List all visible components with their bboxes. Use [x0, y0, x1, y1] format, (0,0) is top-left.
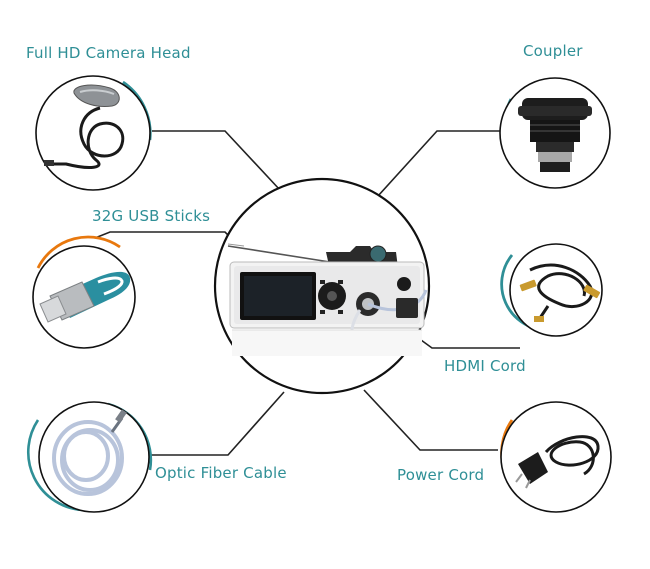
camera-head-node: [35, 75, 152, 191]
hdmi-cord-icon: [519, 263, 601, 322]
coupler-node: [499, 77, 611, 189]
label-usb-sticks: 32G USB Sticks: [92, 207, 211, 225]
label-power-cord: Power Cord: [397, 466, 485, 484]
camera-head-icon: [44, 84, 125, 169]
power-cord-icon: [515, 435, 600, 489]
endoscope-console-icon: [227, 243, 428, 356]
fiber-cable-icon: [52, 409, 127, 496]
usb-node: [32, 235, 136, 349]
label-coupler: Coupler: [523, 42, 583, 60]
line-power: [363, 389, 498, 451]
label-camera-head: Full HD Camera Head: [26, 44, 191, 62]
line-coupler: [377, 130, 500, 197]
line-camera-head: [152, 130, 281, 191]
usb-stick-icon: [39, 271, 131, 323]
console-node: [213, 177, 431, 395]
label-fiber-cable: Optic Fiber Cable: [155, 464, 287, 482]
coupler-icon: [518, 98, 592, 172]
power-node: [500, 401, 612, 513]
line-hdmi: [409, 331, 520, 349]
hdmi-node: [500, 243, 603, 337]
label-hdmi-cord: HDMI Cord: [444, 357, 526, 375]
line-usb: [94, 231, 239, 246]
line-fiber: [148, 391, 285, 456]
fiber-node: [27, 401, 153, 513]
